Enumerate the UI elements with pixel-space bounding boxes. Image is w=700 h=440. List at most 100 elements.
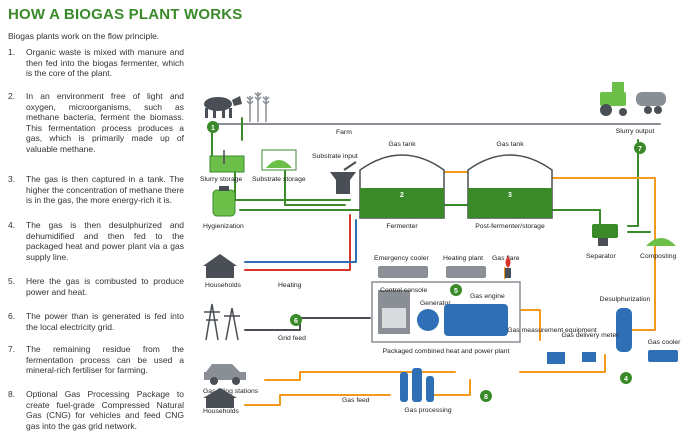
page-title: HOW A BIOGAS PLANT WORKS [8, 6, 243, 23]
intro-text: Biogas plants work on the flow principle… [8, 31, 160, 41]
label-chp: Packaged combined heat and power plant [383, 348, 510, 355]
label-gas-feed: Gas feed [342, 397, 370, 404]
label-desulphurization: Desulphurization [600, 296, 651, 303]
step-2: 2.In an environment free of light and ox… [8, 91, 184, 155]
label-composting: Composting [640, 253, 676, 260]
step-7: 7. The remaining residue from the ferment… [8, 344, 184, 376]
label-substrate-input: Substrate input [312, 153, 358, 160]
badge-5-label: 5 [454, 288, 458, 295]
desulphurization-column [616, 308, 632, 352]
badge-5 [450, 284, 462, 296]
label-gas-measurement: Gas measurement equipment [507, 327, 597, 334]
step-number: 8. [8, 389, 16, 399]
fermenter-tank [359, 154, 445, 219]
substrate-input-hopper [330, 161, 357, 194]
label-control-console: Control console [380, 287, 427, 294]
badge-1 [207, 121, 219, 133]
step-6: 6. The power than is generated is fed int… [8, 311, 184, 332]
grid-line [244, 317, 371, 331]
label-farm: Farm [336, 129, 352, 136]
label-generator: Generator [420, 300, 451, 307]
label-substrate-storage: Substrate storage [252, 176, 306, 183]
step-text: In an environment free of light and oxyg… [26, 91, 184, 154]
step-text: The power than is generated is fed into … [26, 311, 184, 332]
step-number: 4. [8, 220, 16, 230]
step-text: Here the gas is combusted to produce pow… [26, 276, 184, 297]
cow-icon [204, 96, 242, 118]
label-households-2: Households [203, 408, 239, 415]
step-1: 1.Organic waste is mixed with manure and… [8, 47, 184, 79]
step-3: 3. The gas is then captured in a tank. Th… [8, 174, 184, 206]
pipe-post-separator [551, 209, 601, 229]
step-number: 7. [8, 344, 16, 354]
gas-to-processing [429, 379, 471, 396]
badge-2 [396, 188, 408, 200]
badge-2-label: 2 [400, 192, 404, 199]
gas-feed-line [244, 394, 391, 406]
slurry-storage-tank [209, 150, 245, 173]
label-fermenter: Fermenter [386, 223, 418, 230]
badge-1-label: 1 [211, 125, 215, 132]
label-gas-tank-1: Gas tank [388, 141, 416, 148]
emergency-cooler-unit [378, 266, 428, 278]
car-icon [204, 364, 246, 385]
label-gas-processing: Gas processing [404, 407, 451, 414]
step-8: 8. Optional Gas Processing Package to cre… [8, 389, 184, 431]
gas-engine-unit [444, 304, 508, 336]
label-emergency-cooler: Emergency cooler [374, 255, 430, 262]
label-gas-flare: Gas flare [492, 255, 520, 262]
house-icon [203, 254, 237, 278]
post-fermenter-tank [467, 154, 553, 219]
step-text: The remaining residue from the fermentat… [26, 344, 184, 376]
badge-7 [634, 142, 646, 154]
gas-line-lower [519, 354, 606, 373]
separator-machine [592, 224, 618, 246]
label-post-fermenter: Post-fermenter/storage [475, 223, 545, 230]
step-number: 3. [8, 174, 16, 184]
label-gas-cooler: Gas cooler [648, 339, 682, 346]
badge-7-label: 7 [638, 146, 642, 153]
label-slurry-storage: Slurry storage [200, 176, 243, 183]
step-number: 1. [8, 47, 16, 57]
label-households-1: Households [205, 282, 241, 289]
substrate-storage-pile [261, 149, 297, 171]
badge-8 [480, 390, 492, 402]
label-gas-tank-2: Gas tank [496, 141, 524, 148]
badge-6-label: 6 [294, 318, 298, 325]
pipe-substrate-fermenter [284, 169, 346, 206]
wheat-icon [246, 92, 270, 122]
gas-processing-unit [400, 368, 434, 402]
badge-6 [290, 314, 302, 326]
gas-to-chp [519, 309, 541, 341]
power-pylon-icon [204, 303, 240, 341]
step-text: Optional Gas Processing Package to creat… [26, 389, 184, 431]
label-separator: Separator [586, 253, 617, 260]
label-gas-filling: Gas filling stations [203, 388, 259, 395]
heating-line-blue [244, 219, 357, 263]
heating-plant-unit [446, 266, 486, 278]
step-number: 6. [8, 311, 16, 321]
pipe-separator-slurry-output [627, 139, 639, 227]
gas-delivery-meter-unit [582, 352, 596, 362]
label-gas-delivery-meter: Gas delivery meter [561, 332, 619, 339]
control-console-panel [382, 308, 406, 328]
house-icon [203, 388, 237, 408]
step-4: 4.The gas is then desulphurized and dehu… [8, 220, 184, 262]
label-hygienization: Hygienization [203, 223, 244, 230]
step-text: The gas is then captured in a tank. The … [26, 174, 184, 206]
gas-measurement-unit [547, 352, 565, 364]
badge-4 [620, 372, 632, 384]
badge-4-label: 4 [624, 376, 628, 383]
tractor-icon [600, 82, 666, 116]
step-5: 5.Here the gas is combusted to produce p… [8, 276, 184, 297]
generator-unit [417, 309, 439, 331]
badge-3-label: 3 [508, 192, 512, 199]
label-gas-engine: Gas engine [470, 293, 505, 300]
label-heating-plant: Heating plant [443, 255, 483, 262]
gas-flare-icon [505, 256, 511, 278]
gas-cooler-unit [648, 350, 678, 362]
label-grid-feed: Grid feed [278, 335, 306, 342]
label-heating: Heating [278, 282, 302, 289]
badge-8-label: 8 [484, 394, 488, 401]
